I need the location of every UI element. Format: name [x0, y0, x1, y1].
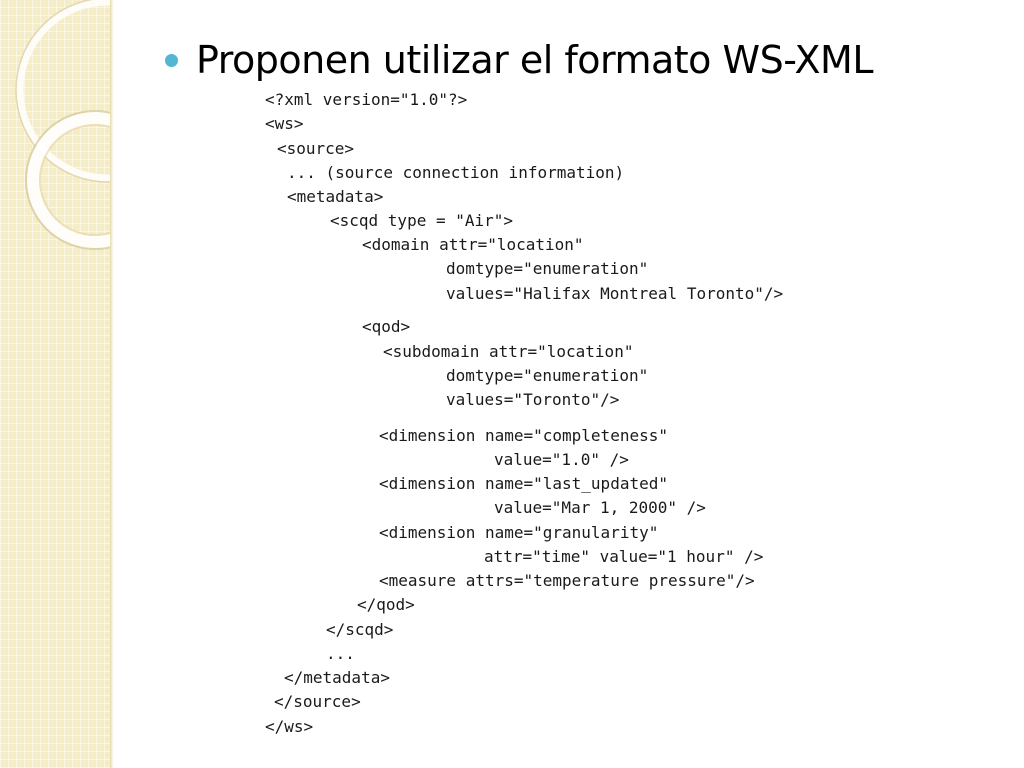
code-line: <?xml version="1.0"?>: [265, 90, 468, 109]
code-line: </ws>: [265, 717, 314, 736]
code-line: <dimension name="last_updated": [379, 474, 668, 493]
bullet-dot-icon: [165, 53, 178, 67]
code-line: <qod>: [362, 317, 411, 336]
code-line: </source>: [274, 692, 361, 711]
code-line: </metadata>: [284, 668, 390, 687]
code-line: attr="time" value="1 hour" />: [484, 547, 764, 566]
code-line: ... (source connection information): [287, 163, 625, 182]
decorative-rings: [15, 0, 113, 250]
bullet-text: Proponen utilizar el formato WS-XML: [196, 38, 874, 82]
code-line: <scqd type = "Air">: [330, 211, 514, 230]
code-line: <ws>: [265, 114, 304, 133]
code-line: <subdomain attr="location": [383, 342, 634, 361]
code-line: values="Toronto"/>: [446, 390, 620, 409]
code-line: </scqd>: [326, 620, 394, 639]
code-line: <dimension name="granularity": [379, 523, 659, 542]
code-line: </qod>: [357, 595, 415, 614]
code-line: values="Halifax Montreal Toronto"/>: [446, 284, 784, 303]
xml-code-block: <?xml version="1.0"?> <ws> <source> ... …: [265, 88, 885, 748]
code-line: <source>: [277, 139, 355, 158]
code-line: ...: [326, 644, 355, 663]
code-line: <measure attrs="temperature pressure"/>: [379, 571, 755, 590]
bullet-point: Proponen utilizar el formato WS-XML: [165, 36, 874, 84]
code-line: <metadata>: [287, 187, 384, 206]
code-line: domtype="enumeration": [446, 366, 649, 385]
code-line: value="Mar 1, 2000" />: [494, 498, 706, 517]
code-line: domtype="enumeration": [446, 259, 649, 278]
sidebar-divider: [110, 0, 114, 768]
code-line: <domain attr="location": [362, 235, 584, 254]
decorative-sidebar: [0, 0, 113, 768]
code-line: value="1.0" />: [494, 450, 629, 469]
code-line: <dimension name="completeness": [379, 426, 668, 445]
